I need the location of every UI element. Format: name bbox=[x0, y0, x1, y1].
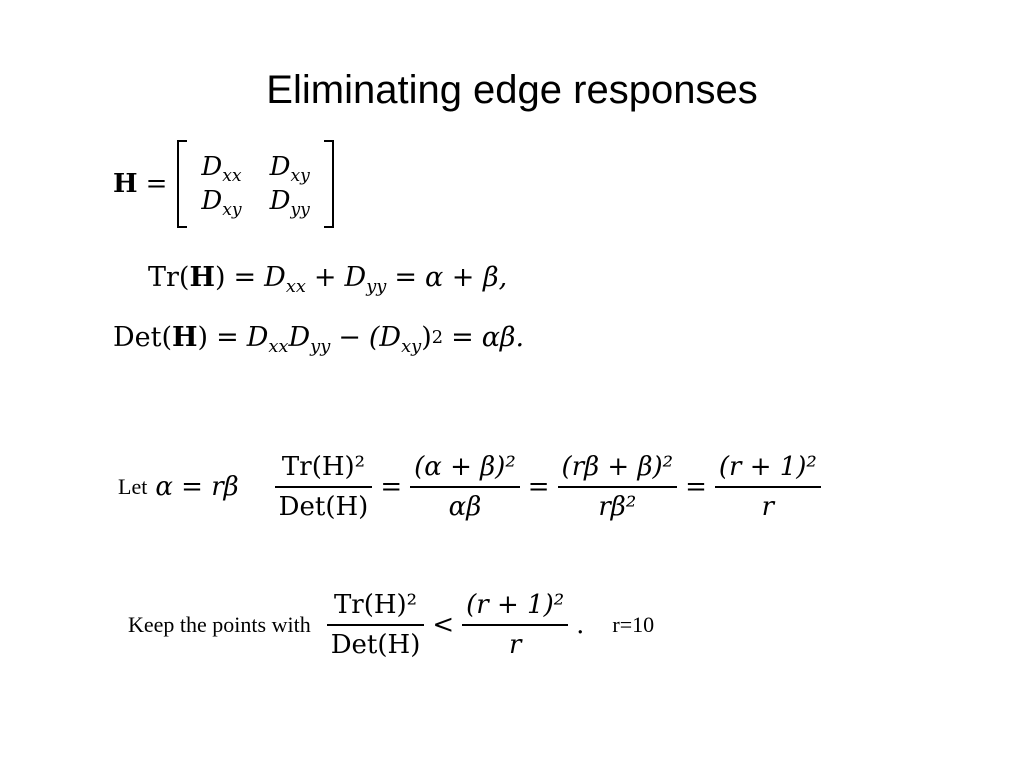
hessian-matrix-equation: H = Dxx Dxy Dxy Dyy bbox=[113, 138, 334, 230]
determinant-equation: Det(H) = Dxx Dyy − (Dxy)2 = αβ. bbox=[113, 322, 525, 358]
right-bracket bbox=[323, 140, 334, 228]
matrix-cell: Dyy bbox=[269, 186, 310, 220]
equals-sign: = bbox=[145, 169, 168, 199]
assumption: α = rβ bbox=[155, 472, 239, 502]
keep-label: Keep the points with bbox=[128, 612, 311, 637]
hessian-symbol: H bbox=[113, 169, 138, 199]
threshold-parameter: r=10 bbox=[612, 612, 655, 637]
slide-title: Eliminating edge responses bbox=[266, 68, 758, 112]
left-bracket bbox=[177, 140, 188, 228]
trace-equation: Tr(H) = Dxx + Dyy = α + β, bbox=[148, 262, 508, 298]
matrix-cell: Dxy bbox=[201, 186, 242, 220]
matrix-grid: Dxx Dxy Dxy Dyy bbox=[187, 152, 323, 220]
matrix-cell: Dxx bbox=[201, 152, 242, 186]
let-label: Let bbox=[118, 474, 148, 499]
matrix-cell: Dxy bbox=[269, 152, 310, 186]
